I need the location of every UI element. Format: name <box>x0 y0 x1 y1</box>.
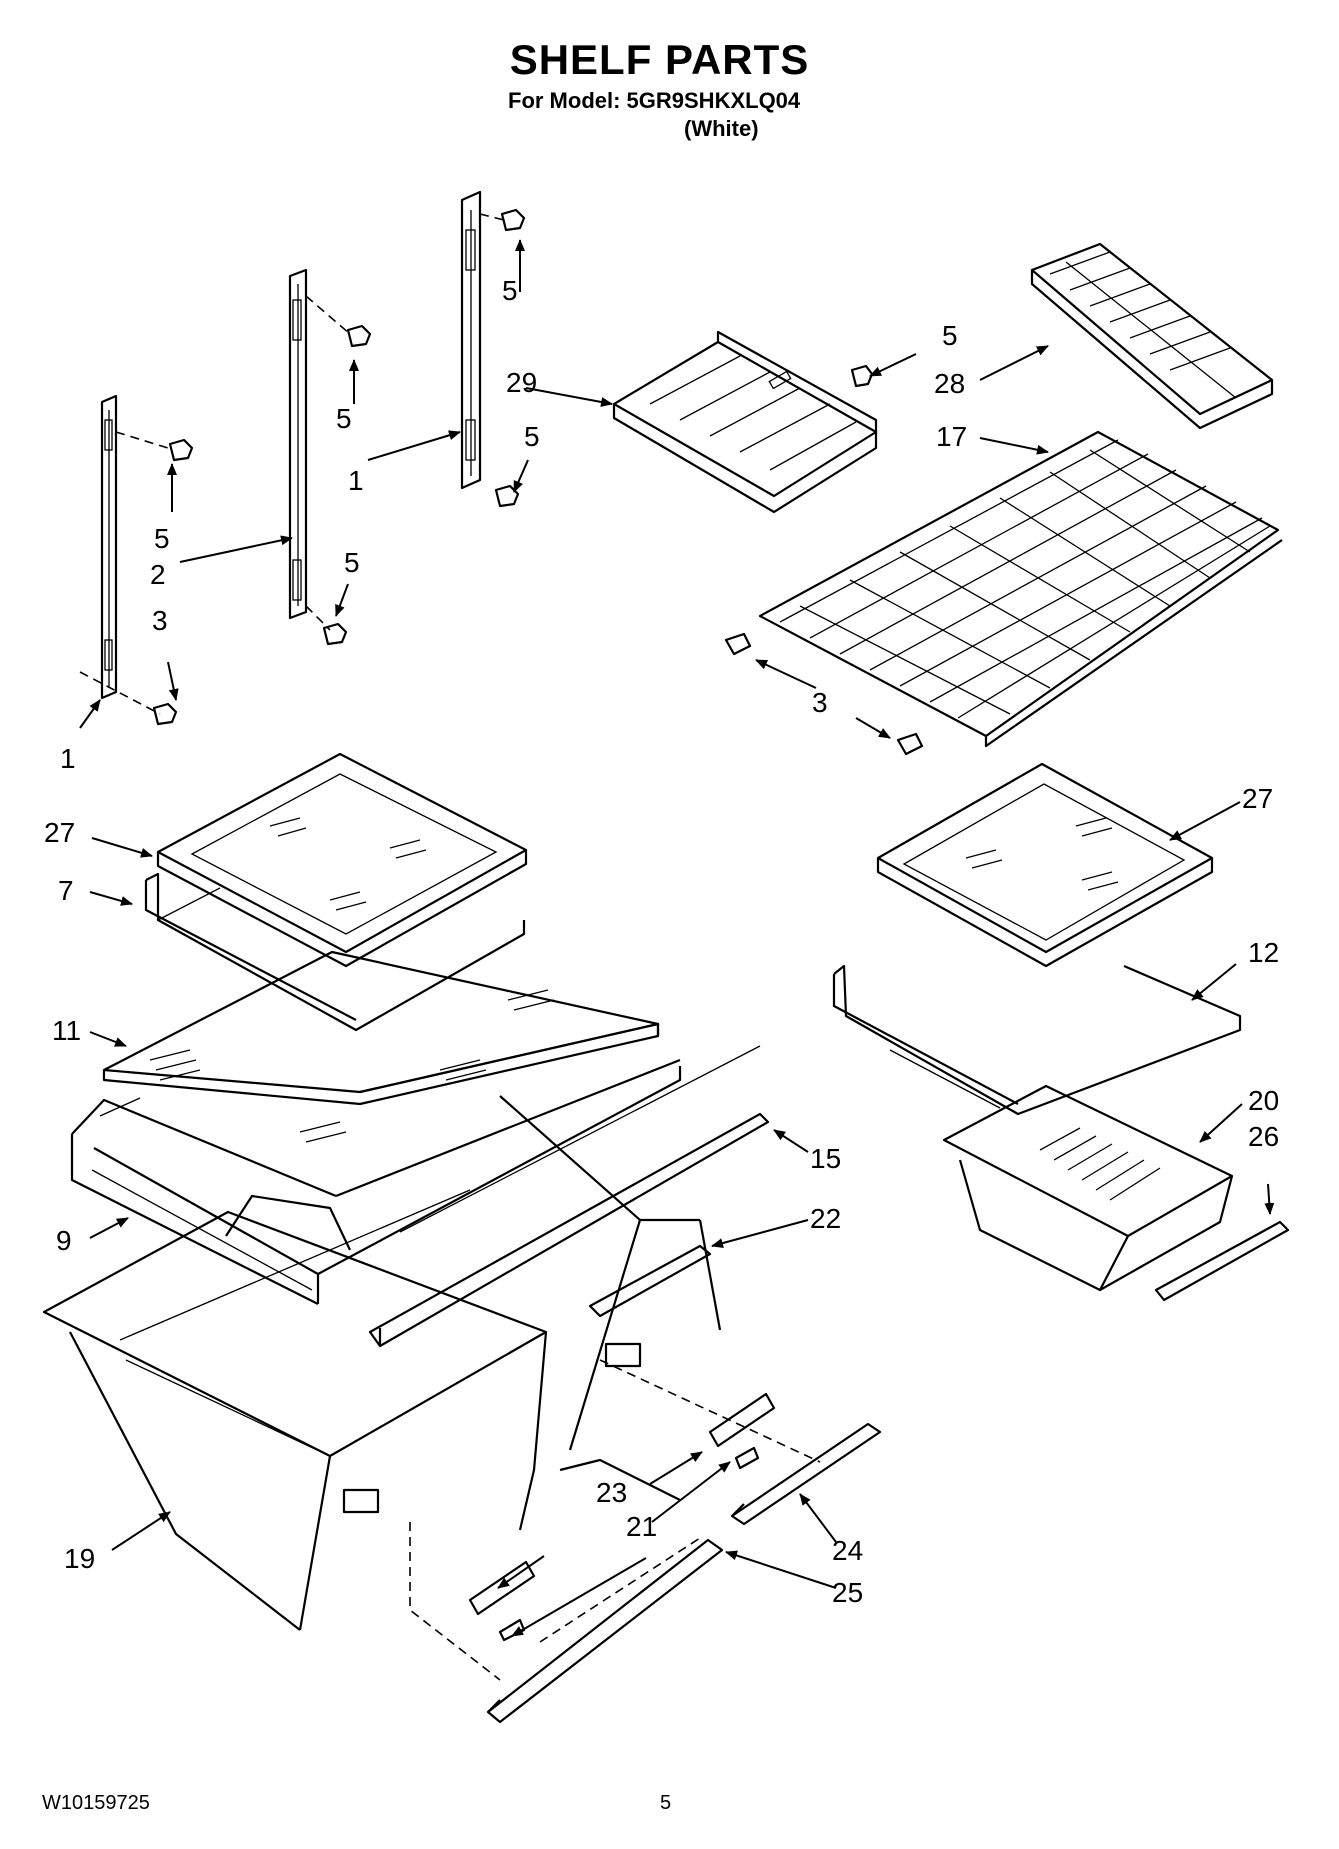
callout-5: 5 <box>502 275 518 306</box>
callout-1: 1 <box>348 465 364 496</box>
glass-shelf-right <box>876 762 1214 968</box>
leader-lines <box>79 239 1275 1637</box>
wire-shelf <box>758 430 1283 748</box>
trim-strip-lower <box>486 1538 724 1724</box>
screw-icon <box>168 438 194 462</box>
screw-icon <box>152 702 178 726</box>
callout-28: 28 <box>934 368 965 399</box>
callout-19: 19 <box>64 1543 95 1574</box>
glass-shelf-left <box>156 752 528 968</box>
crisper-cover-frame <box>70 1058 682 1305</box>
callout-labels: 5 5 29 28 5 5 17 1 5 5 2 3 3 1 27 27 7 1… <box>44 275 1279 1608</box>
model-number: For Model: 5GR9SHKXLQ04 <box>508 88 801 113</box>
callout-9: 9 <box>56 1225 72 1256</box>
shelf-support <box>896 732 924 756</box>
callout-17: 17 <box>936 421 967 452</box>
callout-5: 5 <box>336 403 352 434</box>
callout-7: 7 <box>58 875 74 906</box>
callout-5: 5 <box>524 421 540 452</box>
meat-pan-trim <box>1154 1220 1290 1302</box>
shelf-support <box>724 632 752 656</box>
shelf-ladder-right <box>460 190 505 490</box>
callout-11: 11 <box>52 1015 81 1046</box>
crisper-drawer-left <box>42 1189 548 1631</box>
callout-1: 1 <box>60 743 76 774</box>
screw-icon <box>322 622 348 646</box>
document-number: W10159725 <box>42 1792 150 1814</box>
screw-icon <box>500 208 526 232</box>
model-variant: (White) <box>684 116 759 141</box>
screw-icon <box>494 484 520 508</box>
callout-2: 2 <box>150 559 166 590</box>
callout-29: 29 <box>506 367 537 398</box>
trim-strip-upper <box>730 1422 882 1526</box>
callout-5: 5 <box>154 523 170 554</box>
crisper-cover-glass <box>102 950 660 1143</box>
callout-21: 21 <box>626 1511 657 1542</box>
callout-27: 27 <box>1242 783 1273 814</box>
callout-12: 12 <box>1248 937 1279 968</box>
screw-icon <box>346 324 372 348</box>
shelf-ladder-left <box>79 394 169 715</box>
callout-22: 22 <box>810 1203 841 1234</box>
callout-20: 20 <box>1248 1085 1279 1116</box>
page-number: 5 <box>660 1792 672 1814</box>
callout-3: 3 <box>812 687 828 718</box>
ice-tray <box>1030 242 1274 430</box>
callout-25: 25 <box>832 1577 863 1608</box>
callout-24: 24 <box>832 1535 863 1566</box>
callout-23: 23 <box>596 1477 627 1508</box>
freezer-shelf-bin <box>612 330 878 514</box>
shelf-ladder-center <box>288 268 351 631</box>
callout-15: 15 <box>810 1143 841 1174</box>
callout-5: 5 <box>942 320 958 351</box>
page-title: SHELF PARTS <box>509 36 810 83</box>
callout-5: 3 <box>152 605 168 636</box>
crisper-drawer-right <box>499 1095 722 1501</box>
shelf-frame-left <box>144 872 526 1032</box>
crisper-divider <box>368 1045 770 1348</box>
callout-26: 26 <box>1248 1121 1279 1152</box>
meat-pan <box>942 1084 1234 1292</box>
screw-icon <box>850 364 874 388</box>
callout-27: 27 <box>44 817 75 848</box>
shelf-frame-right <box>832 964 1242 1116</box>
clip-upper <box>708 1392 776 1470</box>
callout-5: 5 <box>344 547 360 578</box>
